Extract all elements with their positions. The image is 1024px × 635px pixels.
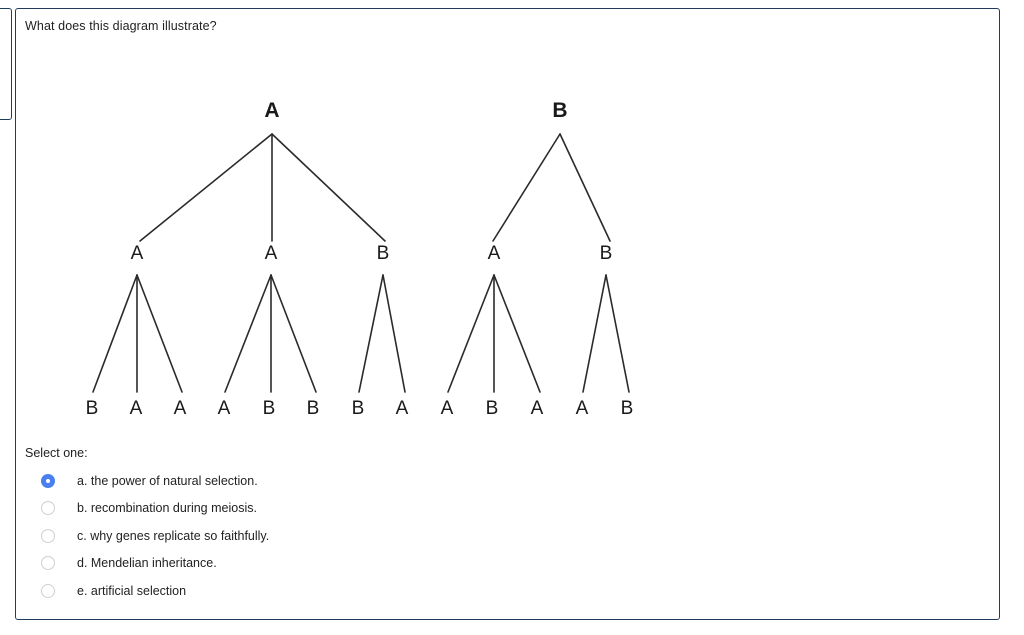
tree-node-generation3: B	[486, 398, 499, 419]
tree-svg: A B A A B A B B A A A B B B A A B A A B	[86, 99, 634, 419]
answer-option-label: b. recombination during meiosis.	[77, 501, 257, 516]
tree-edge-gen2-gen3	[224, 274, 272, 393]
answer-option-label: d. Mendelian inheritance.	[77, 556, 217, 571]
radio-button-e[interactable]	[41, 583, 55, 598]
tree-node-generation1: B	[552, 99, 567, 122]
radio-button-b[interactable]	[41, 501, 55, 516]
tree-node-generation3: B	[621, 398, 634, 419]
answer-option-label: c. why genes replicate so faithfully.	[77, 528, 270, 543]
tree-edge-gen2-gen3	[270, 274, 317, 393]
tree-node-generation2: A	[488, 243, 501, 264]
answer-option-row[interactable]: e. artificial selection	[25, 577, 625, 605]
answer-option-row[interactable]: d. Mendelian inheritance.	[25, 550, 625, 578]
radio-button-d[interactable]	[41, 556, 55, 571]
question-card: What does this diagram illustrate? A B A A B…	[15, 8, 1000, 620]
tree-node-generation3: A	[218, 398, 231, 419]
tree-node-generation3: A	[174, 398, 187, 419]
answer-option-row[interactable]: a. the power of natural selection.	[25, 467, 625, 495]
tree-node-generation3: A	[441, 398, 454, 419]
inheritance-tree-diagram: A B A A B A B B A A A B B B A A B A A B	[16, 89, 996, 439]
tree-edges	[92, 133, 630, 393]
tree-edge-gen1-gen2	[271, 133, 386, 242]
tree-node-generation3: A	[531, 398, 544, 419]
left-edge-panel	[0, 8, 12, 120]
tree-edge-gen2-gen3	[605, 274, 630, 393]
answer-option-label: a. the power of natural selection.	[77, 473, 258, 488]
select-one-label: Select one:	[25, 446, 88, 460]
tree-node-generation3: A	[396, 398, 409, 419]
answer-option-label: e. artificial selection	[77, 583, 187, 598]
tree-node-generation3: A	[130, 398, 143, 419]
tree-node-generation1: A	[264, 99, 279, 122]
answer-option-row[interactable]: c. why genes replicate so faithfully.	[25, 522, 625, 550]
tree-edge-gen1-gen2	[139, 133, 273, 242]
tree-edge-gen2-gen3	[92, 274, 138, 393]
question-title: What does this diagram illustrate?	[25, 19, 217, 33]
radio-button-a[interactable]	[41, 473, 55, 488]
tree-edge-gen2-gen3	[447, 274, 495, 393]
tree-edge-gen1-gen2	[559, 133, 611, 242]
tree-edge-gen1-gen2	[492, 133, 561, 242]
answer-option-row[interactable]: b. recombination during meiosis.	[25, 495, 625, 523]
tree-edge-gen2-gen3	[493, 274, 541, 393]
tree-node-labels: A B A A B A B B A A A B B B A A B A A B	[86, 99, 634, 419]
tree-node-generation3: B	[352, 398, 365, 419]
tree-edge-gen2-gen3	[382, 274, 406, 393]
tree-node-generation2: A	[265, 243, 278, 264]
tree-edge-gen2-gen3	[582, 274, 607, 393]
tree-node-generation2: A	[131, 243, 144, 264]
tree-node-generation2: B	[377, 243, 390, 264]
tree-edge-gen2-gen3	[358, 274, 384, 393]
tree-node-generation3: B	[263, 398, 276, 419]
tree-node-generation3: A	[576, 398, 589, 419]
tree-node-generation3: B	[86, 398, 99, 419]
tree-node-generation3: B	[307, 398, 320, 419]
tree-node-generation2: B	[600, 243, 613, 264]
answer-options-list: a. the power of natural selection. b. rec…	[25, 467, 625, 605]
radio-button-c[interactable]	[41, 528, 55, 543]
tree-edge-gen2-gen3	[136, 274, 183, 393]
